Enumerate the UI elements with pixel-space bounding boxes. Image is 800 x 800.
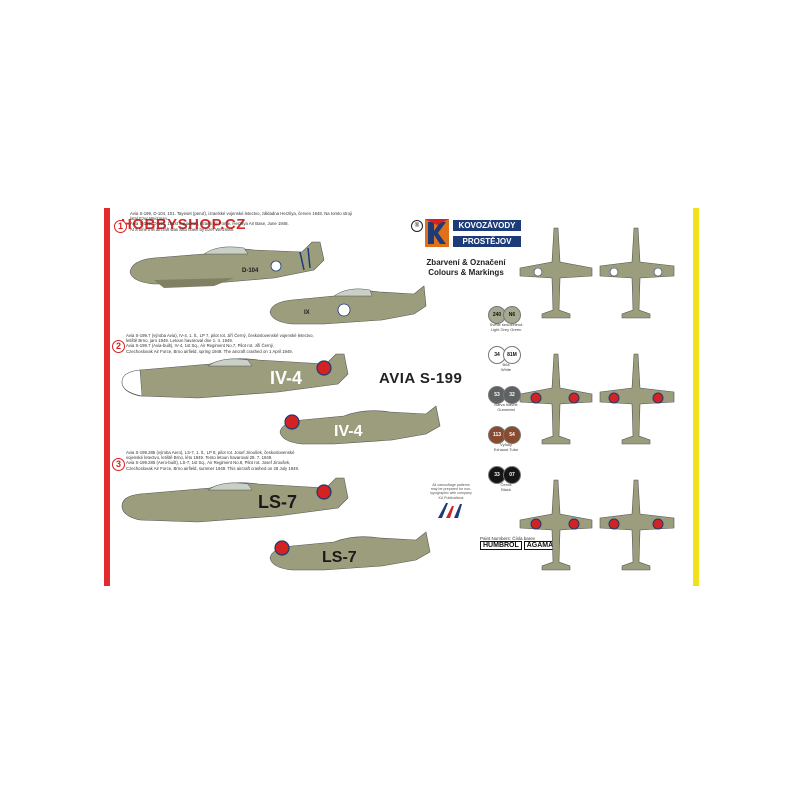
planform-scheme-1 bbox=[519, 227, 675, 319]
scheme-caption: Avia S-199.7 (výroba Avia), IV-4, 1. lt.… bbox=[126, 333, 314, 354]
kovozavody-logo: ® KOVOZÁVODY PROSTĚJOV bbox=[409, 217, 529, 253]
paint-swatch-code: 32 bbox=[503, 386, 521, 404]
disclaimer-text: All camouflage patterns may be prepared … bbox=[430, 483, 472, 500]
paint-swatch-code: 07 bbox=[503, 466, 521, 484]
scheme-number: 3 bbox=[112, 458, 125, 471]
svg-text:LS-7: LS-7 bbox=[322, 549, 357, 566]
yellow-border-stripe bbox=[693, 208, 699, 586]
model-title: AVIA S-199 bbox=[379, 370, 463, 387]
scheme-number: 2 bbox=[112, 340, 125, 353]
brand-humbrol: HUMBROL bbox=[480, 541, 522, 550]
scheme-code: LS-7 bbox=[258, 492, 297, 512]
red-border-stripe bbox=[104, 208, 110, 586]
planform-scheme-2 bbox=[519, 353, 675, 445]
k-emblem-icon bbox=[425, 219, 449, 247]
profile-scheme-1-left: D-104 bbox=[129, 241, 325, 288]
scheme-code: D-104 bbox=[242, 268, 259, 274]
profile-scheme-2-left: IV-4 bbox=[121, 353, 349, 399]
paint-brands: HUMBROL AGAMA bbox=[480, 541, 557, 550]
paint-swatch-code: N6 bbox=[503, 306, 521, 324]
paint-swatch-code: 81M bbox=[503, 346, 521, 364]
registered-icon: ® bbox=[411, 220, 423, 232]
brand-agama: AGAMA bbox=[523, 541, 557, 550]
decal-sheet: HOBBYSHOP.CZ 1 Avia S-199, D-104, 101. T… bbox=[104, 208, 699, 586]
profile-scheme-1-right: IX bbox=[269, 285, 427, 325]
watermark: HOBBYSHOP.CZ bbox=[121, 216, 246, 233]
scheme-code: IV-4 bbox=[270, 368, 302, 388]
colours-title: Zbarvení & Označení Colours & Markings bbox=[426, 258, 506, 277]
planform-scheme-3 bbox=[519, 479, 675, 571]
brand-line-1: KOVOZÁVODY bbox=[453, 220, 521, 231]
svg-text:IX: IX bbox=[304, 310, 310, 316]
profile-scheme-3-right: LS-7 bbox=[269, 531, 431, 571]
svg-text:IV-4: IV-4 bbox=[334, 423, 363, 440]
paint-swatch-code: 240 bbox=[488, 306, 506, 324]
paint-numbers-label: Paint Numbers: Čísla barev bbox=[480, 536, 536, 541]
profile-scheme-2-right: IV-4 bbox=[279, 405, 441, 445]
scheme-caption: Avia S-199.285 (výroba Aero), LS-7, 1. l… bbox=[126, 450, 300, 471]
brand-line-2: PROSTĚJOV bbox=[453, 236, 521, 247]
paint-swatch-code: 53 bbox=[488, 386, 506, 404]
scheme-number: 1 bbox=[114, 220, 127, 233]
paint-swatch-code: 34 bbox=[488, 346, 506, 364]
ka-publications-logo-icon bbox=[438, 503, 462, 518]
paint-swatch-code: 54 bbox=[503, 426, 521, 444]
profile-scheme-3-left: LS-7 bbox=[121, 477, 349, 523]
scheme-caption: Avia S-199, D-104, 101. Tayeset (peruť),… bbox=[130, 211, 352, 232]
